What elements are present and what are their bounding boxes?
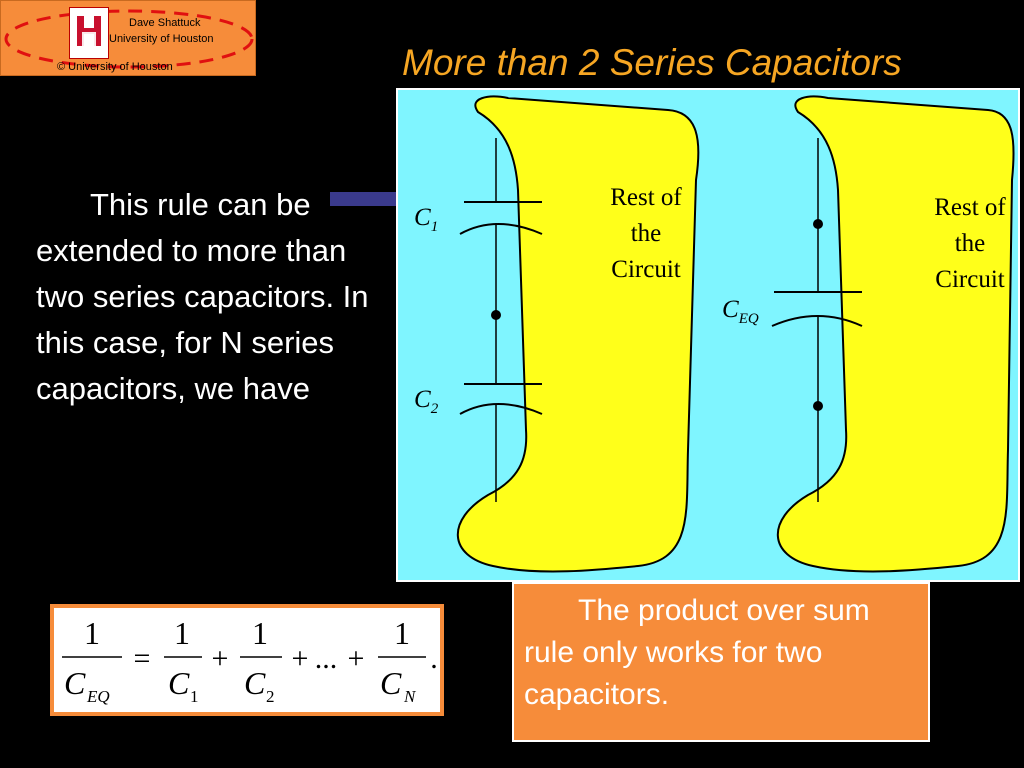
- denominator-c: C: [380, 665, 402, 701]
- accent-bar: [330, 192, 400, 206]
- numerator: 1: [394, 615, 410, 651]
- capacitor-c1-label: C1: [414, 204, 439, 235]
- numerator: 1: [252, 615, 268, 651]
- denominator-c: C: [244, 665, 266, 701]
- circuit-diagram: [456, 95, 1015, 573]
- equation-box: 1 C EQ = 1 C 1 + 1 C 2 + ... + 1 C N .: [50, 604, 444, 716]
- logo-university: University of Houston: [109, 33, 214, 45]
- rest-of-circuit-label-right: Rest of the Circuit: [934, 194, 1006, 293]
- dashed-oval: [4, 9, 254, 69]
- uh-logo-icon: [69, 7, 109, 59]
- note-box: The product over sum rule only works for…: [512, 582, 930, 742]
- period: .: [430, 642, 438, 675]
- numerator: 1: [84, 615, 100, 651]
- denominator-c: C: [168, 665, 190, 701]
- plus-sign: +: [212, 642, 229, 675]
- university-logo-box: Dave Shattuck University of Houston © Un…: [0, 0, 256, 76]
- node-dot: [813, 219, 823, 229]
- capacitor-c2-plate-curved: [459, 403, 543, 415]
- plus-sign: +: [292, 642, 309, 675]
- series-capacitor-equation: 1 C EQ = 1 C 1 + 1 C 2 + ... + 1 C N .: [62, 615, 438, 706]
- slide-title: More than 2 Series Capacitors: [402, 42, 902, 83]
- ellipsis: ...: [315, 642, 338, 675]
- numerator: 1: [174, 615, 190, 651]
- denominator-c: C: [64, 665, 86, 701]
- rest-of-circuit-shape-left: [456, 95, 700, 573]
- rest-of-circuit-shape-right: [776, 95, 1015, 573]
- body-text: This rule can be extended to more than t…: [36, 182, 396, 412]
- denominator-sub-eq: EQ: [86, 687, 110, 706]
- note-text: The product over sum rule only works for…: [524, 590, 922, 716]
- rest-of-circuit-label-left: Rest of the Circuit: [610, 184, 682, 283]
- logo-copyright: © University of Houston: [57, 61, 173, 73]
- body-paragraph: This rule can be extended to more than t…: [36, 187, 369, 406]
- denominator-sub-2: 2: [266, 687, 275, 706]
- denominator-sub-1: 1: [190, 687, 199, 706]
- denominator-sub-n: N: [403, 687, 417, 706]
- logo-author: Dave Shattuck: [129, 17, 201, 29]
- plus-sign: +: [348, 642, 365, 675]
- equals-sign: =: [134, 642, 151, 675]
- capacitor-ceq-label: CEQ: [722, 296, 759, 327]
- capacitor-c1-plate-curved: [459, 223, 543, 235]
- node-dot: [813, 401, 823, 411]
- circuit-panel: Rest of the Circuit Rest of the Circuit …: [396, 88, 1020, 582]
- capacitor-c2-label: C2: [414, 386, 439, 417]
- node-dot: [491, 310, 501, 320]
- note-paragraph: The product over sum rule only works for…: [524, 594, 870, 711]
